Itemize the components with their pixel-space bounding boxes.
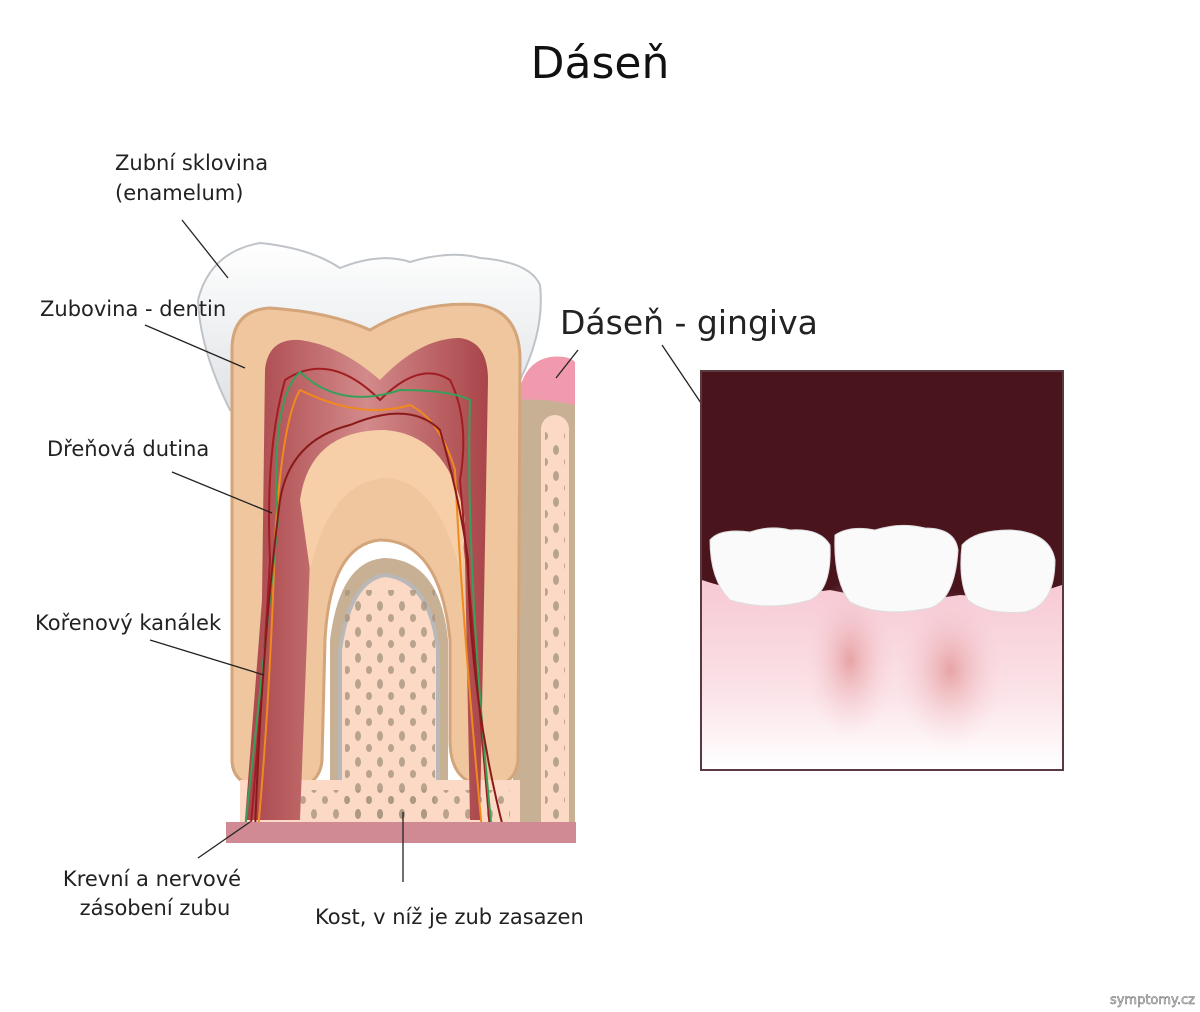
diagram-title: Dáseň bbox=[531, 38, 670, 89]
gingiva-tissue bbox=[518, 356, 575, 405]
tooth-2 bbox=[834, 524, 959, 613]
label-enamel: Zubní sklovina bbox=[115, 151, 268, 175]
label-bone: Kost, v níž je zub zasazen bbox=[315, 905, 584, 929]
label-dentin: Zubovina - dentin bbox=[40, 297, 226, 321]
label-root-canal: Kořenový kanálek bbox=[35, 611, 222, 635]
label-pulp-cavity: Dřeňová dutina bbox=[47, 437, 209, 461]
label-enamel-latin: (enamelum) bbox=[115, 181, 243, 205]
gum-illustration bbox=[700, 370, 1064, 771]
tooth-cross-section bbox=[196, 241, 576, 843]
watermark: symptomy.cz bbox=[1110, 993, 1195, 1008]
tooth-1 bbox=[709, 527, 831, 607]
label-blood-nerve-supply: Krevní a nervové bbox=[63, 867, 241, 891]
blood-and-nerve-supply bbox=[243, 367, 506, 839]
label-gingiva: Dáseň - gingiva bbox=[560, 303, 818, 342]
base-bone-layer bbox=[226, 822, 576, 843]
tooth-3 bbox=[960, 529, 1056, 613]
label-blood-nerve-supply-2: zásobení zubu bbox=[80, 896, 231, 920]
